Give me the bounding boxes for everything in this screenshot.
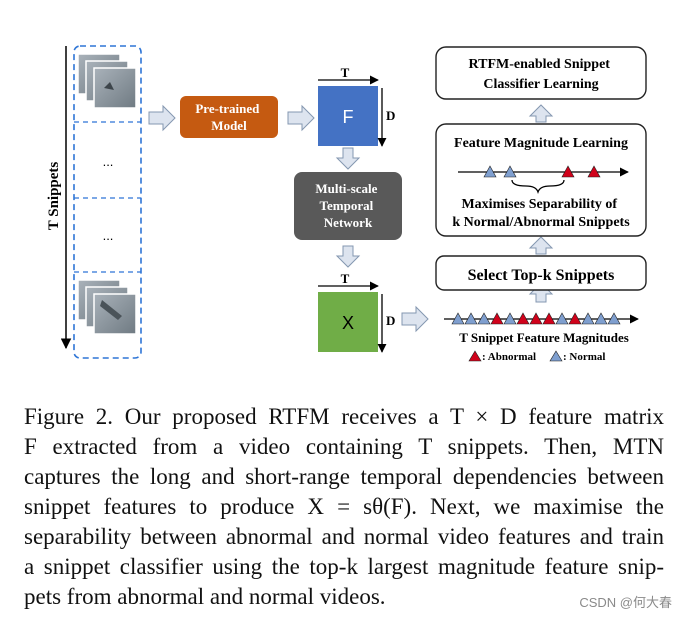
caption-line-1: Figure 2. Our proposed RTFM receives a T… <box>24 404 664 429</box>
normal-marker <box>581 312 595 325</box>
ellipsis-2: ... <box>103 228 114 243</box>
caption-line-4: snippet features to produce X = sθ(F). N… <box>24 494 664 519</box>
select-topk-label: Select Top-k Snippets <box>468 267 615 284</box>
caption-line-2: F extracted from a video containing T sn… <box>24 434 664 459</box>
abnormal-marker <box>561 165 575 178</box>
normal-marker <box>477 312 491 325</box>
x-height-label: D <box>386 313 395 328</box>
matrix-f <box>318 86 378 146</box>
separation-brace <box>511 179 565 195</box>
matrix-x-symbol: X <box>342 313 354 333</box>
abnormal-marker <box>516 312 530 325</box>
svg-text:RTFM-enabled Snippet Class: RTFM-enabled Snippet Classifier Learning <box>469 57 614 92</box>
normal-marker <box>503 165 517 178</box>
normal-marker <box>607 312 621 325</box>
arrow-to-x <box>335 245 361 268</box>
abnormal-marker <box>542 312 556 325</box>
normal-marker <box>464 312 478 325</box>
pretrained-model-box <box>180 96 278 138</box>
mtn-line-2: Temporal <box>320 198 374 213</box>
method-figure: T Snippets ... ... Pre-trained Model T F… <box>46 45 647 363</box>
mtn-box <box>294 172 402 240</box>
abnormal-marker <box>529 312 543 325</box>
matrix-x <box>318 292 378 352</box>
legend-normal-marker <box>549 350 563 362</box>
rtfm-line-1: RTFM-enabled Snippet <box>469 57 611 72</box>
caption-line-7: pets from abnormal and normal videos. <box>24 584 386 609</box>
rtfm-box <box>435 46 647 100</box>
mtn-line-1: Multi-scale <box>315 181 377 196</box>
normal-marker <box>594 312 608 325</box>
matrix-f-symbol: F <box>343 107 354 127</box>
rtfm-line-2: Classifier Learning <box>483 77 598 92</box>
fml-box <box>435 123 647 237</box>
x-width-label: T <box>341 271 350 286</box>
t-snippets-label: T Snippets <box>46 162 62 231</box>
fml-subtitle-2: k Normal/Abnormal Snippets <box>452 215 630 230</box>
select-topk-box <box>435 255 647 291</box>
snippet-frames-bottom <box>77 279 137 335</box>
legend-abnormal-marker <box>468 350 482 362</box>
snippet-frames-top <box>77 53 137 109</box>
normal-marker <box>451 312 465 325</box>
fml-markers <box>483 165 601 178</box>
f-width-label: T <box>341 65 350 80</box>
snippet-column <box>73 45 142 359</box>
fml-title: Feature Magnitude Learning <box>454 136 628 151</box>
pretrained-line-1: Pre-trained <box>195 101 260 116</box>
svg-text:Maximises Separability of: Maximises Separability of k Normal/Abnor… <box>452 197 630 230</box>
mtn-line-3: Network <box>324 215 373 230</box>
pretrained-line-2: Model <box>211 118 247 133</box>
abnormal-marker <box>587 165 601 178</box>
watermark: CSDN @何大春 <box>579 595 672 610</box>
normal-marker <box>483 165 497 178</box>
caption-line-3: captures the long and short-range tempor… <box>24 464 664 489</box>
abnormal-marker <box>568 312 582 325</box>
arrow-to-rtfm <box>528 104 554 123</box>
arrow-to-mtn <box>335 147 361 170</box>
svg-text:Pre-trained Model: Pre-trained Model <box>195 101 262 133</box>
arrow-to-f <box>287 104 315 132</box>
ellipsis-1: ... <box>103 154 114 169</box>
arrow-to-magnitudes <box>401 305 429 333</box>
magnitudes-label: T Snippet Feature Magnitudes <box>459 330 629 345</box>
fml-subtitle-1: Maximises Separability of <box>461 197 617 212</box>
figure-caption: Figure 2. Our proposed RTFM receives a T… <box>24 402 664 612</box>
svg-text:Multi-scale Temporal N: Multi-scale Temporal Network <box>315 181 380 230</box>
arrow-to-fml <box>528 236 554 255</box>
caption-line-5: separability between abnormal and normal… <box>24 524 664 549</box>
f-height-label: D <box>386 108 395 123</box>
legend-normal-label: : Normal <box>563 351 605 363</box>
caption-line-6: a snippet classifier using the top-k lar… <box>24 554 664 579</box>
abnormal-marker <box>490 312 504 325</box>
normal-marker <box>503 312 517 325</box>
normal-marker <box>555 312 569 325</box>
legend-abnormal-label: : Abnormal <box>482 351 536 363</box>
magnitude-markers <box>451 312 621 325</box>
arrow-to-pretrained <box>148 104 176 132</box>
